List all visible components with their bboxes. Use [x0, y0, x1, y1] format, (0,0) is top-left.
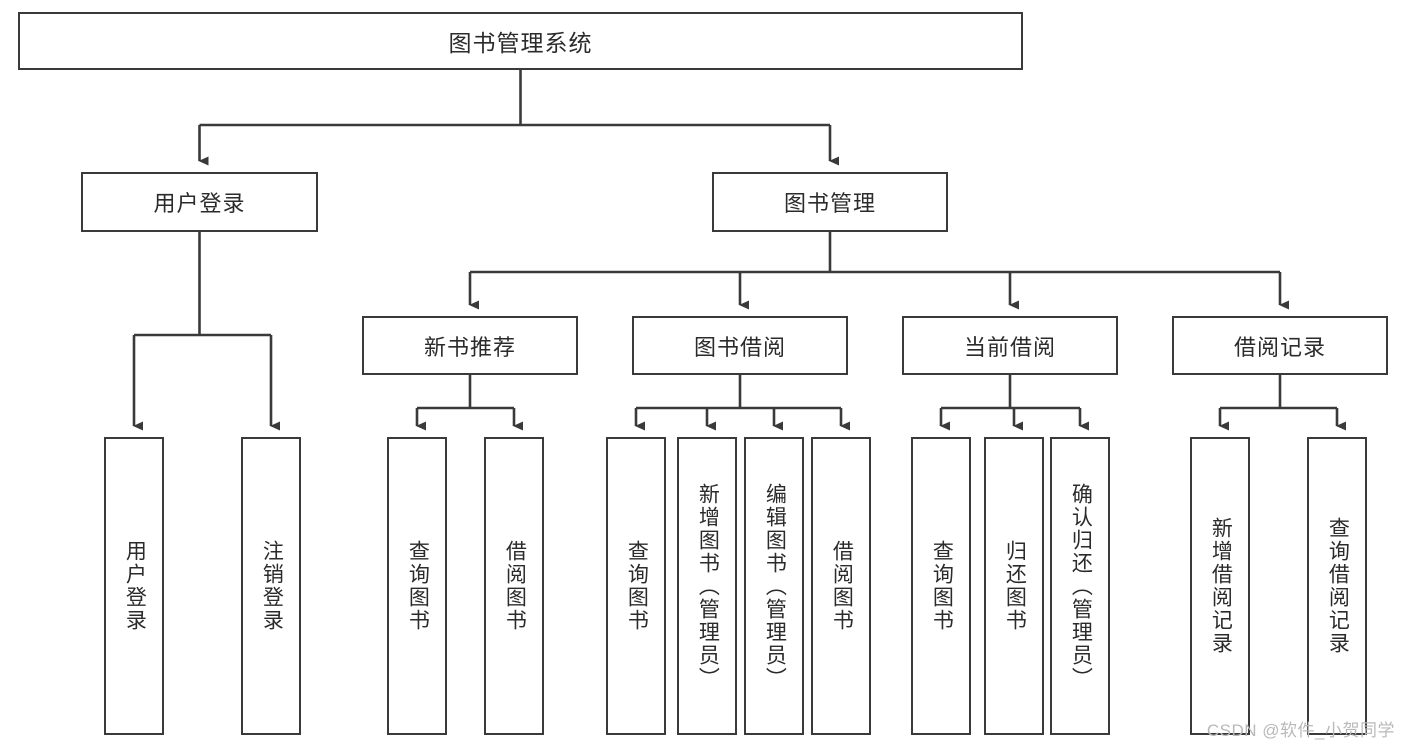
node-label: 新增图书（管理员） [696, 482, 720, 690]
node-label: 当前借阅 [963, 334, 1056, 360]
node-label: 图书管理 [783, 191, 876, 216]
node-label: 借阅图书 [503, 540, 527, 632]
node-label: 新书推荐 [423, 334, 516, 360]
node-newbook[interactable]: 新书推荐 [362, 316, 578, 375]
node-leaf-user-logout[interactable]: 注销登录 [241, 437, 301, 735]
csdn-watermark: CSDN @软件_小贺同学 [1206, 721, 1395, 740]
node-label: 图书借阅 [693, 334, 786, 360]
node-label: 借阅图书 [830, 540, 854, 632]
node-leaf-query-book-3[interactable]: 查询图书 [911, 437, 971, 735]
node-leaf-return-book[interactable]: 归还图书 [984, 437, 1044, 735]
node-label: 归还图书 [1003, 540, 1027, 632]
node-leaf-add-record[interactable]: 新增借阅记录 [1190, 437, 1250, 735]
node-leaf-borrow-book-1[interactable]: 借阅图书 [484, 437, 544, 735]
node-label: 查询图书 [406, 540, 430, 632]
node-label: 编辑图书（管理员） [763, 482, 787, 690]
node-label: 确认归还（管理员） [1069, 482, 1093, 690]
node-current[interactable]: 当前借阅 [902, 316, 1118, 375]
node-label: 查询图书 [625, 540, 649, 632]
node-leaf-add-book[interactable]: 新增图书（管理员） [677, 437, 737, 735]
node-leaf-query-book-2[interactable]: 查询图书 [606, 437, 666, 735]
node-label: 用户登录 [153, 191, 246, 216]
node-root[interactable]: 图书管理系统 [18, 12, 1023, 70]
node-borrow[interactable]: 图书借阅 [632, 316, 848, 375]
node-records[interactable]: 借阅记录 [1172, 316, 1388, 375]
node-label: 查询图书 [930, 540, 954, 632]
node-leaf-edit-book[interactable]: 编辑图书（管理员） [744, 437, 804, 735]
node-leaf-user-login[interactable]: 用户登录 [104, 437, 164, 735]
node-label: 借阅记录 [1233, 334, 1326, 360]
node-label: 注销登录 [260, 540, 284, 632]
node-leaf-query-record[interactable]: 查询借阅记录 [1307, 437, 1367, 735]
node-label: 新增借阅记录 [1209, 517, 1233, 655]
node-leaf-query-book-1[interactable]: 查询图书 [387, 437, 447, 735]
node-label: 用户登录 [123, 540, 147, 632]
node-label: 查询借阅记录 [1326, 517, 1350, 655]
node-bookmgmt[interactable]: 图书管理 [712, 172, 948, 232]
node-leaf-confirm-return[interactable]: 确认归还（管理员） [1050, 437, 1110, 735]
node-login[interactable]: 用户登录 [81, 172, 318, 232]
node-leaf-borrow-book-2[interactable]: 借阅图书 [811, 437, 871, 735]
node-label: 图书管理系统 [448, 30, 593, 56]
